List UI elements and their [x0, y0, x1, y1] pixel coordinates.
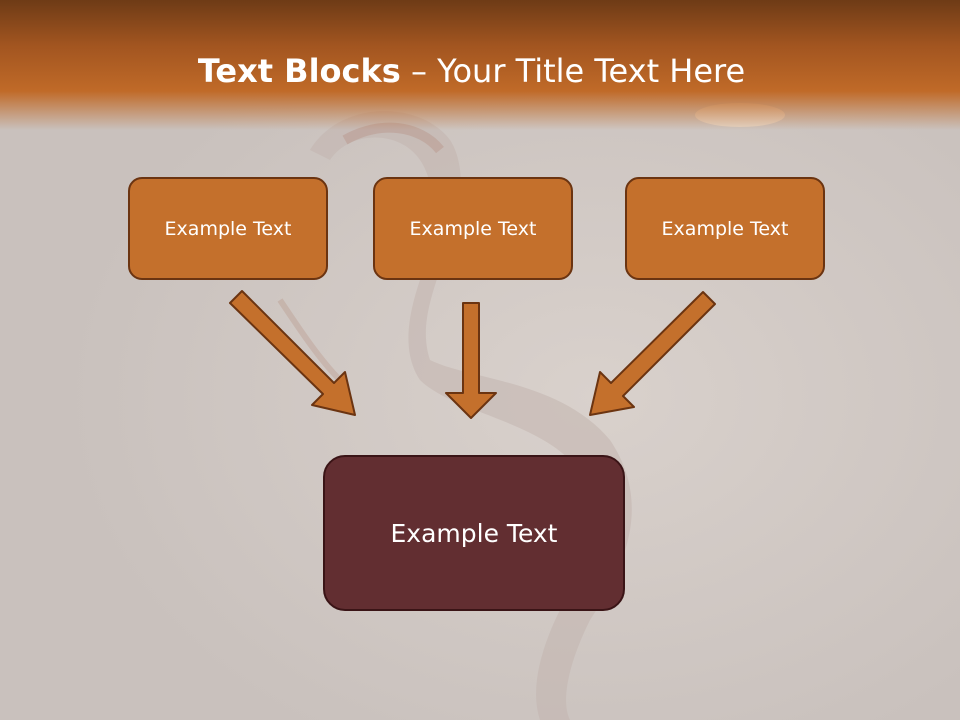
- text-block-right-label: Example Text: [661, 217, 789, 240]
- arrow-right-icon: [589, 291, 716, 416]
- text-block-main-label: Example Text: [390, 518, 558, 548]
- text-block-left[interactable]: Example Text: [128, 177, 328, 280]
- title-bold-text: Text Blocks: [197, 52, 401, 90]
- text-block-center-label: Example Text: [409, 217, 537, 240]
- text-block-right[interactable]: Example Text: [625, 177, 825, 280]
- arrow-down-icon: [445, 302, 497, 419]
- slide-title: Text Blocks – Your Title Text Here: [0, 52, 943, 90]
- arrow-left-icon: [229, 290, 356, 416]
- title-bar: [0, 0, 960, 130]
- text-block-main[interactable]: Example Text: [323, 455, 625, 611]
- text-block-left-label: Example Text: [164, 217, 292, 240]
- title-rest-text: – Your Title Text Here: [400, 52, 746, 90]
- text-block-center[interactable]: Example Text: [373, 177, 573, 280]
